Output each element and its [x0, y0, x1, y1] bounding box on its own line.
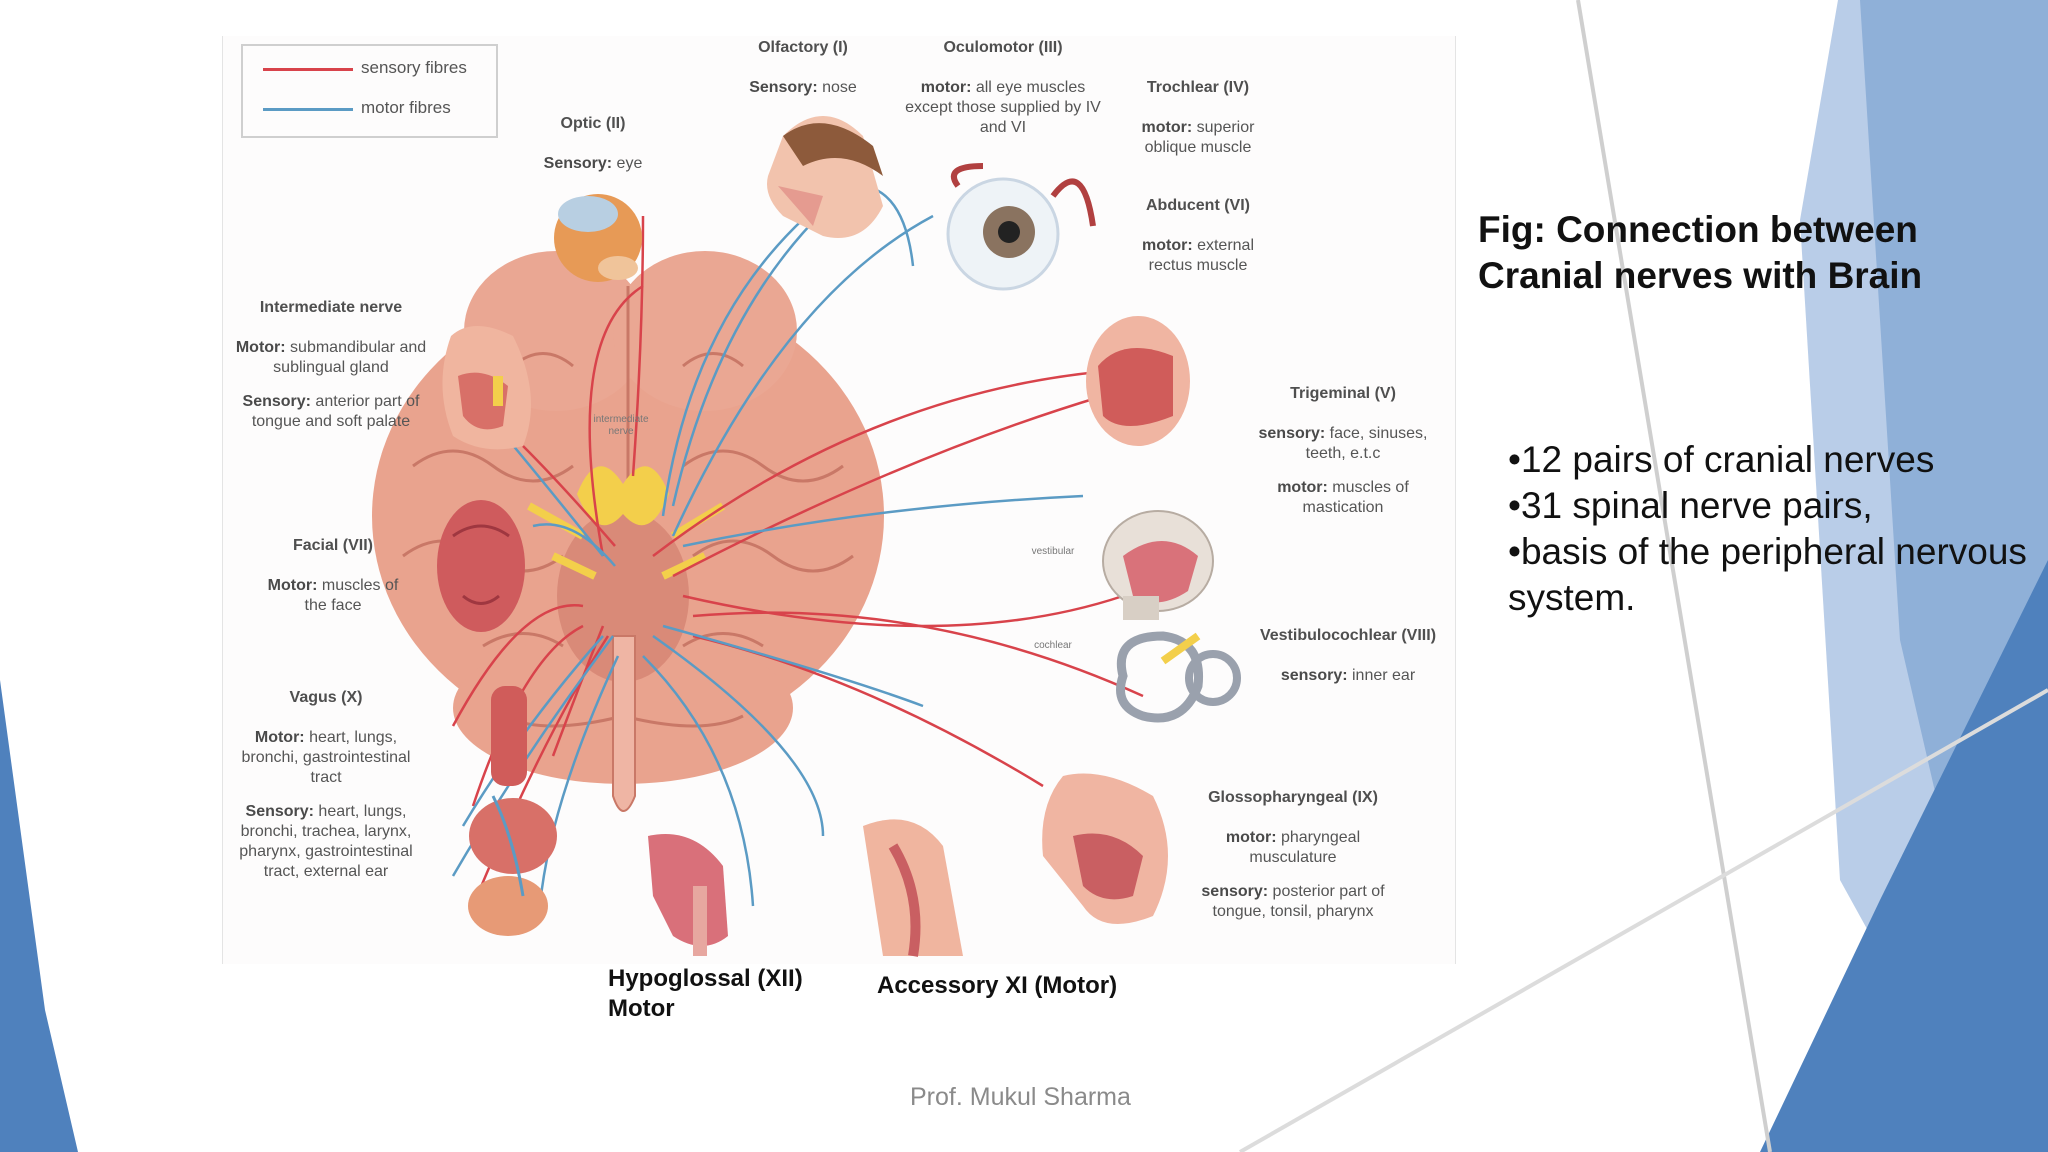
label-intermediate-key2: Sensory:: [242, 393, 311, 410]
label-olfactory: Olfactory (I) Sensory: nose: [728, 38, 878, 98]
label-vagus-value2: heart, lungs, bronchi, trachea, larynx, …: [239, 803, 413, 880]
figure-title: Fig: Connection between Cranial nerves w…: [1478, 209, 1923, 296]
label-abducent-value: external rectus muscle: [1148, 237, 1255, 274]
bullet-item: •12 pairs of cranial nerves: [1508, 439, 1935, 480]
label-intermediate-key1: Motor:: [235, 339, 286, 356]
head-trigeminal-illustration: [1086, 316, 1190, 446]
label-trochlear-value: superior oblique muscle: [1144, 119, 1255, 156]
decor-line-2: [1239, 688, 2048, 1152]
label-vagus-name: Vagus (X): [289, 689, 363, 706]
eye-oculomotor-illustration: [946, 163, 1096, 291]
label-trigeminal-value2: muscles of mastication: [1302, 479, 1409, 516]
label-glossopharyngeal-value2: posterior part of tongue, tonsil, pharyn…: [1212, 883, 1385, 920]
label-facial-key: Motor:: [267, 577, 318, 594]
eye-optic-illustration: [554, 194, 642, 282]
label-glossopharyngeal-value1: pharyngeal musculature: [1249, 829, 1361, 866]
label-trigeminal-key2: motor:: [1277, 479, 1328, 496]
label-trigeminal-value1: face, sinuses, teeth, e.t.c: [1305, 425, 1428, 462]
label-optic-name: Optic (II): [560, 115, 626, 132]
label-intermediate-value2: anterior part of tongue and soft palate: [251, 393, 420, 430]
caption-hypoglossal: Hypoglossal (XII) Motor: [608, 965, 803, 1022]
label-trochlear-key: motor:: [1141, 119, 1193, 136]
label-vestibulocochlear-name: Vestibulocochlear (VIII): [1259, 627, 1437, 644]
label-olfactory-value: nose: [817, 79, 857, 96]
brain-illustration: [372, 116, 1241, 957]
label-vagus-value1: heart, lungs, bronchi, gastrointestinal …: [241, 729, 411, 786]
figure-legend: sensory fibres motor fibres: [241, 44, 498, 138]
label-olfactory-name: Olfactory (I): [758, 39, 848, 56]
label-vestibulocochlear-value: inner ear: [1347, 667, 1416, 684]
label-trochlear: Trochlear (IV) motor: superior oblique m…: [1123, 78, 1273, 158]
motor-nerve-lines: [451, 175, 1084, 907]
label-trochlear-name: Trochlear (IV): [1146, 79, 1250, 96]
head-glossopharyngeal-illustration: [1042, 773, 1168, 924]
label-optic-key: Sensory:: [543, 155, 613, 172]
label-facial-name: Facial (VII): [292, 537, 374, 554]
label-abducent: Abducent (VI) motor: external rectus mus…: [1128, 196, 1268, 276]
label-intermediate-nerve-small: intermediate nerve: [593, 414, 649, 437]
label-facial-value: muscles of the face: [304, 577, 399, 614]
inner-ear-illustration: [1116, 631, 1241, 723]
label-intermediate-value1: submandibular and sublingual gland: [273, 339, 427, 376]
right-decor-dark: [1760, 560, 2048, 1152]
neck-accessory-illustration: [863, 819, 963, 957]
label-vestibular-small: vestibular: [1031, 546, 1075, 557]
label-trigeminal-name: Trigeminal (V): [1290, 385, 1396, 402]
vagus-organs-illustration: [468, 686, 557, 936]
head-olfactory-illustration: [767, 116, 883, 238]
legend-sensory-label: sensory fibres: [361, 58, 467, 77]
label-vestibulocochlear: Vestibulocochlear (VIII) sensory: inner …: [1243, 626, 1453, 686]
label-vestibulocochlear-key: sensory:: [1280, 667, 1348, 684]
label-facial: Facial (VII) Motor: muscles of the face: [263, 536, 403, 616]
label-intermediate-name: Intermediate nerve: [259, 299, 403, 316]
label-glossopharyngeal-key2: sensory:: [1201, 883, 1269, 900]
label-glossopharyngeal-key1: motor:: [1225, 829, 1277, 846]
label-glossopharyngeal: Glossopharyngeal (IX) motor: pharyngeal …: [1188, 788, 1398, 922]
legend-motor-swatch: [263, 108, 353, 111]
label-abducent-key: motor:: [1141, 237, 1193, 254]
label-trigeminal: Trigeminal (V) sensory: face, sinuses, t…: [1253, 384, 1433, 518]
bullet-item: •basis of the peripheral nervous system.: [1508, 531, 2027, 618]
label-abducent-name: Abducent (VI): [1146, 197, 1250, 214]
label-optic-value: eye: [612, 155, 643, 172]
legend-sensory-swatch: [263, 68, 353, 71]
cranial-nerves-figure: sensory fibres motor fibres Olfactory (I…: [222, 36, 1456, 964]
label-glossopharyngeal-name: Glossopharyngeal (IX): [1208, 789, 1378, 806]
brain-base-view: [372, 251, 884, 812]
label-oculomotor-name: Oculomotor (III): [943, 39, 1063, 56]
face-facial-illustration: [437, 500, 525, 632]
bullet-item: •31 spinal nerve pairs,: [1508, 485, 1873, 526]
legend-motor-label: motor fibres: [361, 98, 451, 117]
label-oculomotor-key: motor:: [920, 79, 972, 96]
caption-accessory: Accessory XI (Motor): [877, 972, 1118, 999]
label-vagus-key1: Motor:: [254, 729, 305, 746]
label-cochlear-small: cochlear: [1034, 640, 1072, 651]
skull-illustration: [1102, 510, 1214, 620]
left-decor: [0, 680, 78, 1152]
label-vagus-key2: Sensory:: [245, 803, 314, 820]
face-intermediate-illustration: [442, 326, 531, 450]
bullet-list: •12 pairs of cranial nerves •31 spinal n…: [1508, 437, 2048, 621]
label-oculomotor-value: all eye muscles except those supplied by…: [905, 79, 1101, 136]
label-optic: Optic (II) Sensory: eye: [528, 114, 658, 174]
tongue-hypoglossal-illustration: [648, 834, 728, 956]
label-olfactory-key: Sensory:: [749, 79, 818, 96]
label-vagus: Vagus (X) Motor: heart, lungs, bronchi, …: [226, 688, 426, 882]
slide-footer-author: Prof. Mukul Sharma: [910, 1083, 1131, 1111]
label-trigeminal-key1: sensory:: [1258, 425, 1326, 442]
label-intermediate: Intermediate nerve Motor: submandibular …: [231, 298, 431, 432]
label-oculomotor: Oculomotor (III) motor: all eye muscles …: [903, 38, 1103, 138]
decor-line-1: [1576, 0, 1772, 1152]
